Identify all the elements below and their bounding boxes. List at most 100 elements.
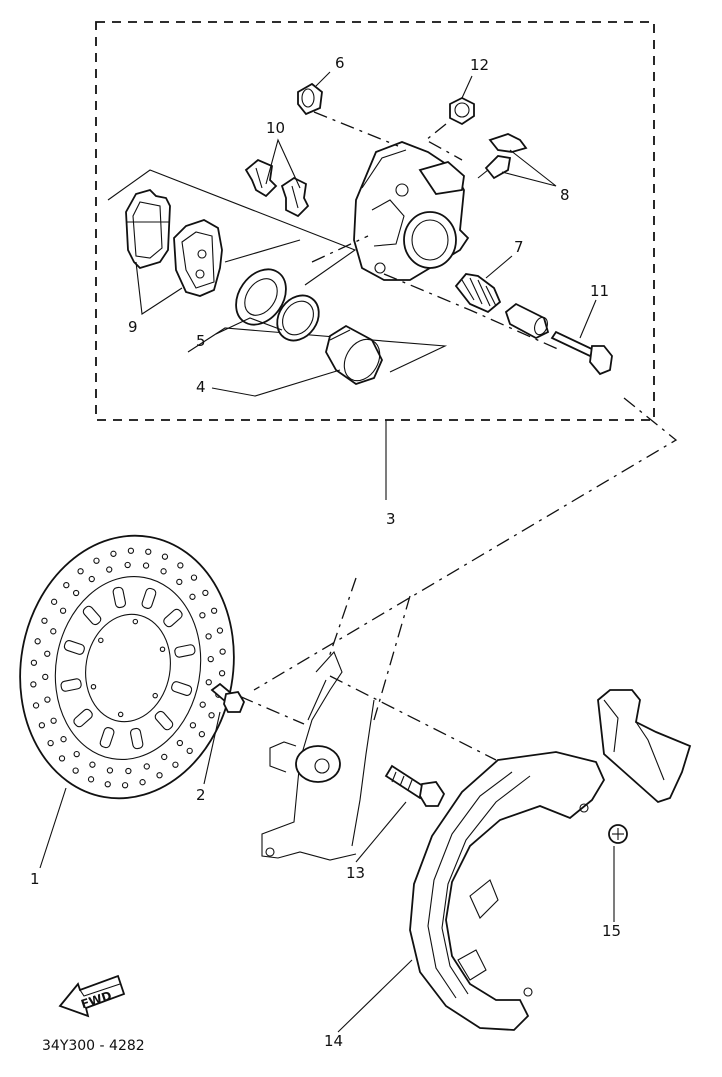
front-fork-outline	[261, 577, 411, 861]
brake-pad-inner	[173, 219, 223, 297]
disc-vent-slot	[112, 586, 127, 609]
disc-drill-hole	[172, 761, 179, 768]
leader-4	[211, 369, 341, 397]
leader-2	[203, 711, 221, 785]
disc-cover	[409, 689, 692, 1031]
disc-vent-slot	[174, 644, 196, 658]
disc-drill-hole	[87, 776, 95, 783]
disc-drill-hole	[32, 702, 40, 709]
disc-drill-hole	[110, 550, 117, 557]
disc-drill-hole	[186, 747, 193, 755]
leader-7	[485, 255, 513, 279]
callout-2: 2	[196, 786, 206, 804]
align-line-caliper-fork	[253, 397, 678, 691]
disc-drill-hole	[42, 673, 49, 681]
boot-12	[449, 96, 475, 126]
disc-drill-hole	[127, 547, 135, 554]
drawing-code: 34Y300 - 4282	[42, 1038, 145, 1054]
disc-drill-hole	[93, 557, 100, 564]
callout-15: 15	[602, 922, 621, 940]
disc-mount-hole	[152, 692, 158, 699]
disc-drill-hole	[143, 763, 150, 770]
pad-clip-left	[244, 158, 278, 198]
leader-11	[579, 299, 597, 339]
disc-vent-slot	[154, 710, 174, 731]
seal-group-edge	[224, 239, 301, 263]
caliper-body	[353, 141, 470, 281]
disc-drill-hole	[176, 739, 184, 747]
disc-drill-hole	[72, 589, 80, 597]
disc-drill-hole	[139, 779, 146, 786]
disc-vent-slot	[171, 681, 193, 696]
disc-drill-hole	[205, 633, 212, 640]
leader-5	[215, 317, 283, 335]
leader-6	[315, 71, 331, 87]
leader-9	[135, 261, 183, 315]
disc-drill-hole	[145, 548, 152, 555]
callout-8: 8	[560, 186, 570, 204]
disc-drill-hole	[177, 562, 184, 569]
disc-drill-hole	[30, 659, 38, 666]
disc-drill-hole	[198, 731, 206, 738]
brake-pad-outer	[125, 188, 171, 270]
align-line-pads	[311, 235, 369, 263]
leader-13	[355, 801, 407, 863]
disc-drill-hole	[73, 750, 80, 758]
fork-bolt-13	[384, 764, 446, 807]
disc-drill-hole	[161, 553, 169, 560]
slide-sleeve	[504, 302, 550, 340]
disc-vent-slot	[82, 605, 102, 626]
callout-11: 11	[590, 282, 609, 300]
disc-drill-hole	[176, 578, 183, 586]
disc-drill-hole	[59, 607, 67, 614]
brake-disc	[19, 534, 235, 800]
disc-drill-hole	[190, 574, 198, 581]
leader-8	[501, 149, 557, 187]
caliper-bolt-11	[550, 330, 613, 376]
disc-drill-hole	[161, 753, 168, 761]
callout-7: 7	[514, 238, 524, 256]
disc-drill-hole	[41, 617, 48, 624]
disc-mount-hole	[98, 637, 104, 644]
disc-drill-hole	[60, 736, 67, 743]
disc-drill-hole	[218, 670, 226, 677]
disc-drill-hole	[104, 781, 111, 788]
disc-drill-hole	[207, 655, 214, 663]
disc-vent-slot	[129, 727, 144, 750]
piston-seal-large	[235, 268, 287, 326]
callout-10: 10	[266, 119, 285, 137]
align-line-fork-shield	[329, 675, 497, 761]
disc-vent-slot	[99, 727, 115, 749]
boot-6	[297, 82, 323, 116]
disc-drill-hole	[189, 593, 196, 600]
disc-drill-hole	[44, 650, 51, 657]
disc-drill-hole	[30, 681, 37, 688]
disc-drill-hole	[202, 589, 209, 597]
disc-mount-hole	[117, 711, 124, 718]
disc-drill-hole	[58, 755, 66, 762]
callout-13: 13	[346, 864, 365, 882]
fwd-arrow: FWD	[58, 974, 126, 1018]
callout-9: 9	[128, 318, 138, 336]
callout-14: 14	[324, 1032, 343, 1050]
disc-drill-hole	[121, 782, 129, 789]
disc-drill-hole	[142, 562, 150, 569]
align-line-6	[313, 111, 399, 147]
cover-screw-15	[608, 824, 628, 844]
disc-mount-hole	[132, 618, 139, 625]
align-line-12	[424, 123, 463, 161]
disc-bolt	[210, 682, 246, 713]
disc-drill-hole	[205, 679, 212, 686]
bleed-screw	[477, 155, 512, 180]
dust-seal	[276, 294, 320, 342]
disc-drill-hole	[50, 598, 58, 605]
disc-drill-hole	[199, 701, 206, 708]
spring-boot	[454, 273, 502, 314]
disc-drill-hole	[72, 767, 79, 774]
callout-5: 5	[196, 332, 206, 350]
disc-drill-hole	[199, 612, 206, 619]
callout-4: 4	[196, 378, 206, 396]
leader-14	[337, 959, 413, 1033]
